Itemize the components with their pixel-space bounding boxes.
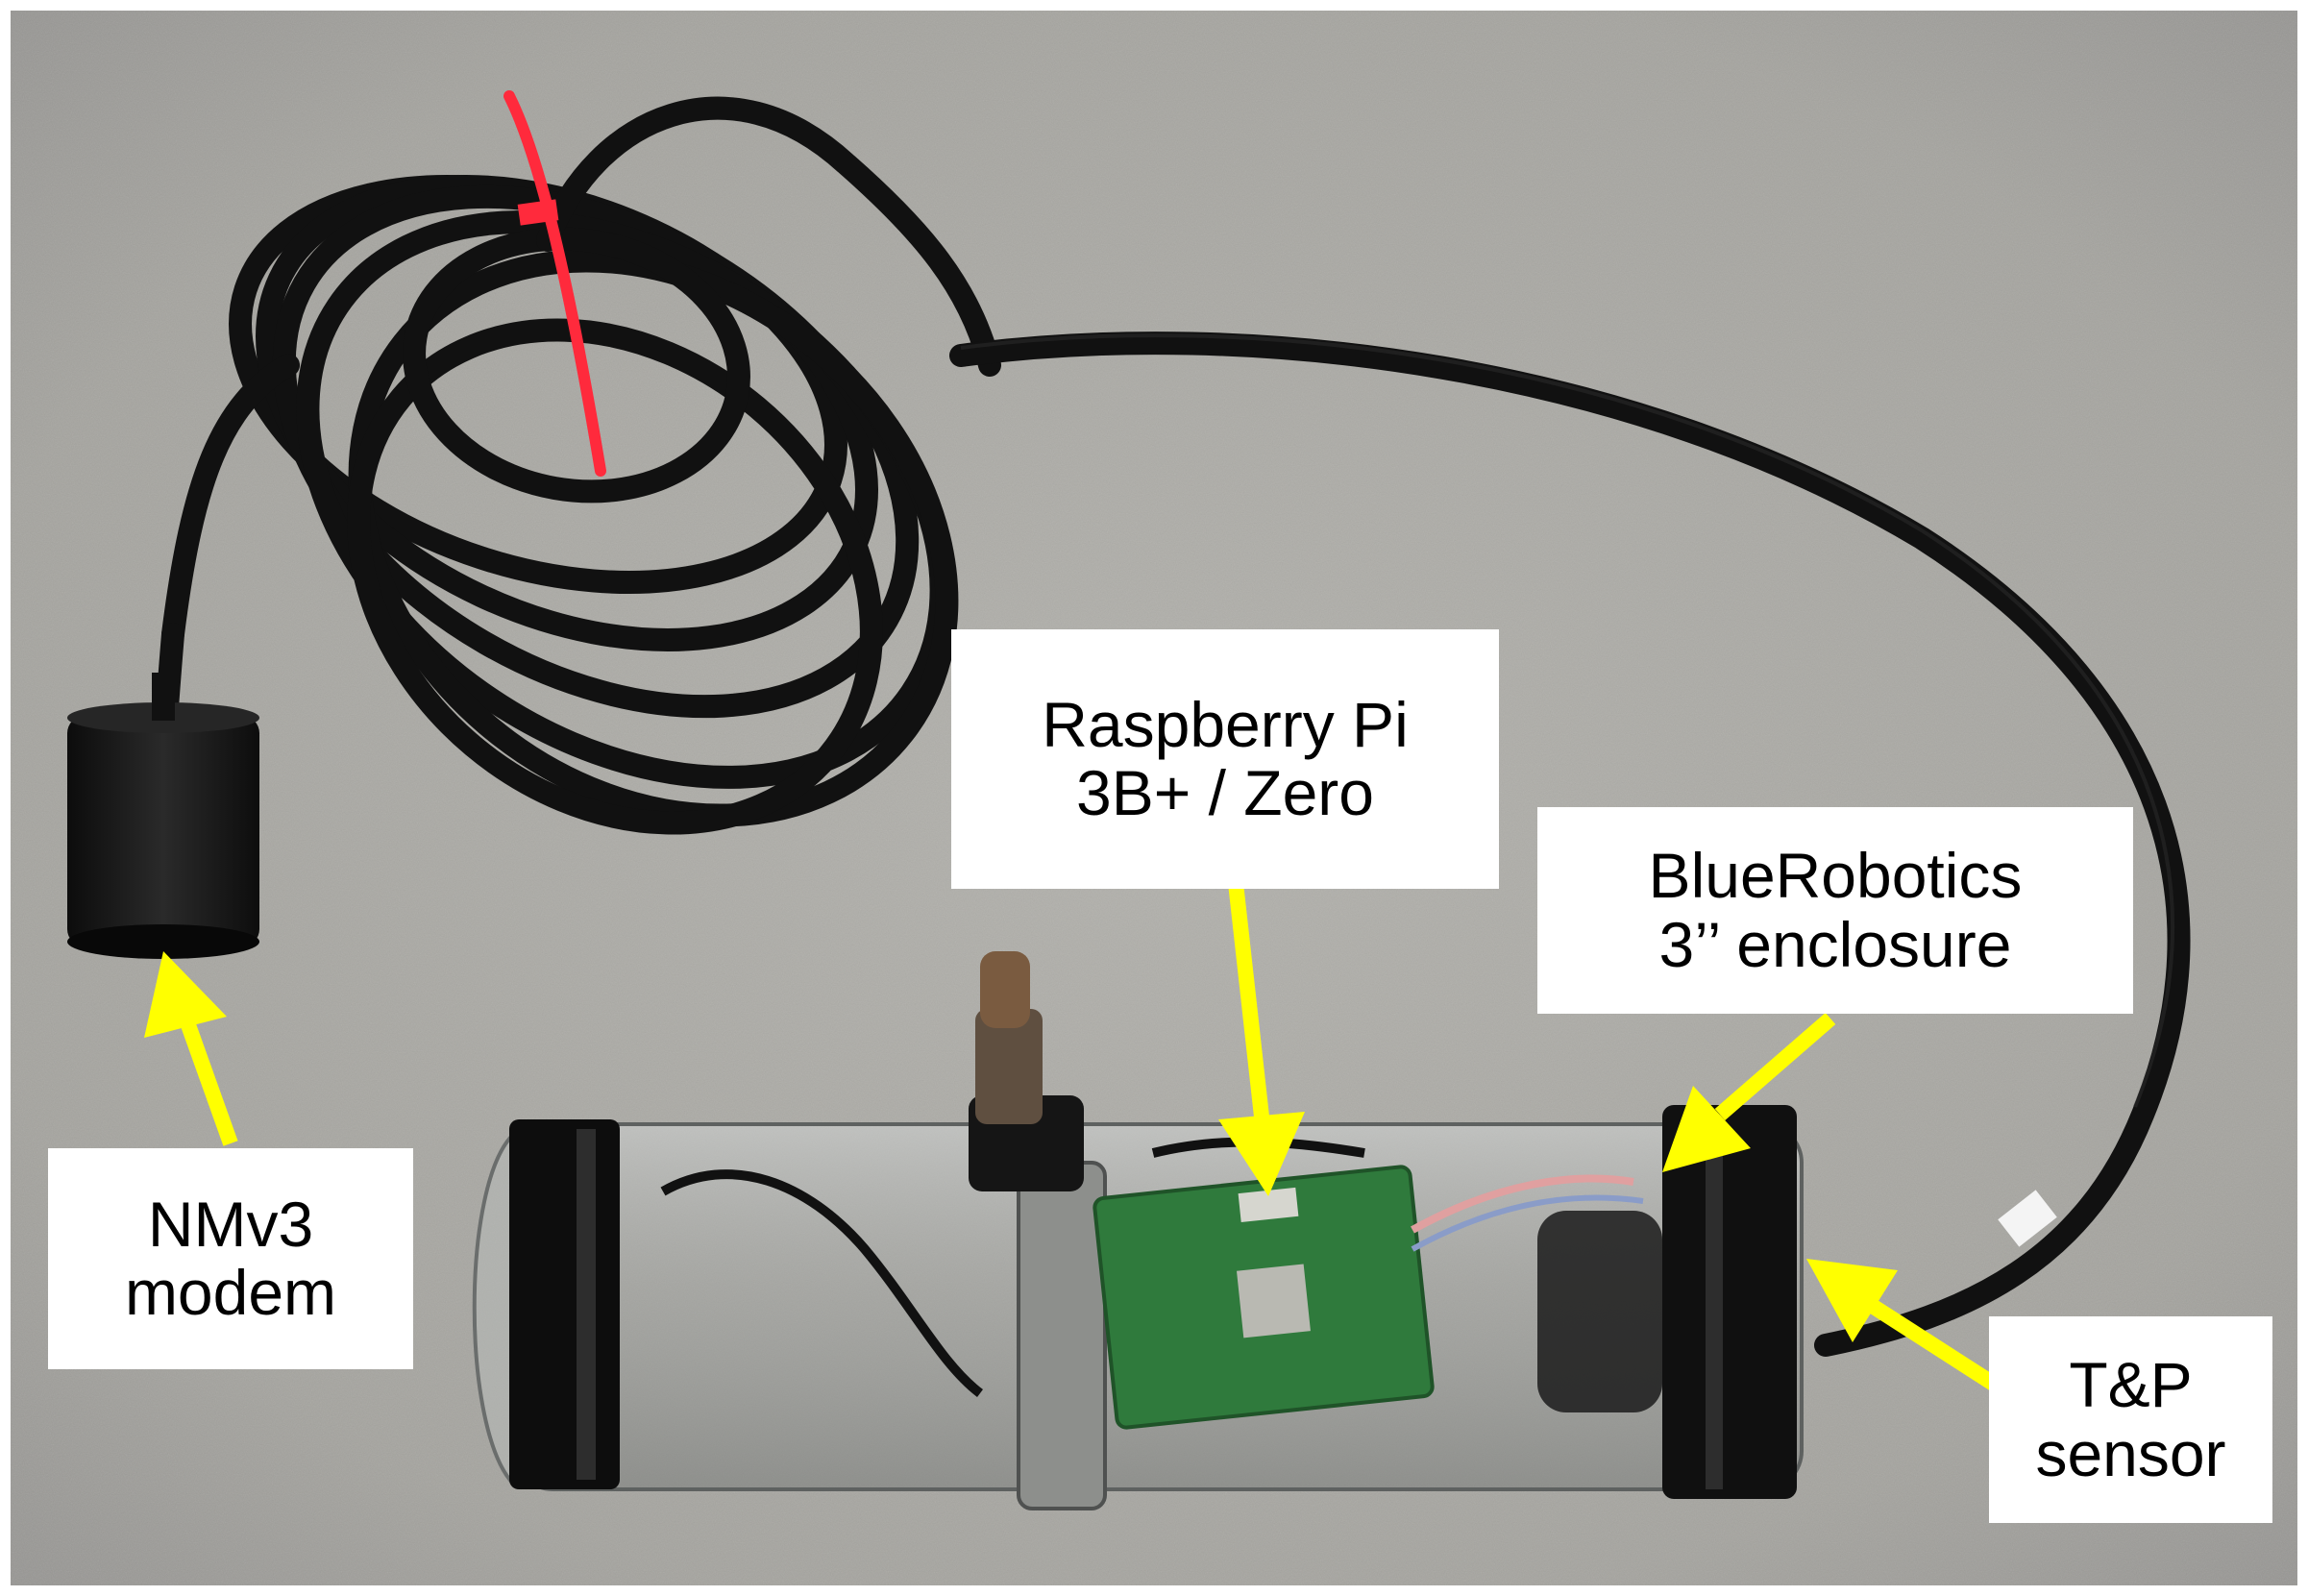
label-raspberry-pi-line1: Raspberry Pi xyxy=(1042,688,1409,760)
coiled-cable xyxy=(152,96,2191,1357)
arrowhead-rpi xyxy=(1218,1112,1305,1196)
enclosure-photo xyxy=(472,951,1804,1510)
arrowhead-enclosure xyxy=(1662,1086,1751,1172)
label-modem-line2: modem xyxy=(124,1257,337,1328)
arrow-rpi xyxy=(1227,873,1271,1135)
arrowhead-modem xyxy=(144,951,227,1038)
label-enclosure-line2: 3’’ enclosure xyxy=(1658,908,2012,980)
label-modem: NMv3 modem xyxy=(48,1148,413,1369)
annotation-arrows xyxy=(144,873,2013,1400)
arrow-modem xyxy=(175,1006,238,1146)
label-sensor-line1: T&P xyxy=(2069,1349,2193,1421)
label-sensor: T&P sensor xyxy=(1989,1316,2272,1523)
arrowhead-sensor xyxy=(1806,1259,1898,1342)
arrow-sensor xyxy=(1869,1300,2013,1400)
label-enclosure: BlueRobotics 3’’ enclosure xyxy=(1537,807,2133,1014)
zip-tie xyxy=(503,90,606,477)
label-sensor-line2: sensor xyxy=(2035,1417,2226,1489)
label-raspberry-pi-line2: 3B+ / Zero xyxy=(1076,757,1374,828)
label-modem-line1: NMv3 xyxy=(147,1188,314,1260)
modem-photo xyxy=(67,673,259,959)
label-enclosure-line1: BlueRobotics xyxy=(1648,840,2023,912)
label-raspberry-pi: Raspberry Pi 3B+ / Zero xyxy=(951,629,1499,889)
arrow-enclosure xyxy=(1714,1012,1836,1121)
